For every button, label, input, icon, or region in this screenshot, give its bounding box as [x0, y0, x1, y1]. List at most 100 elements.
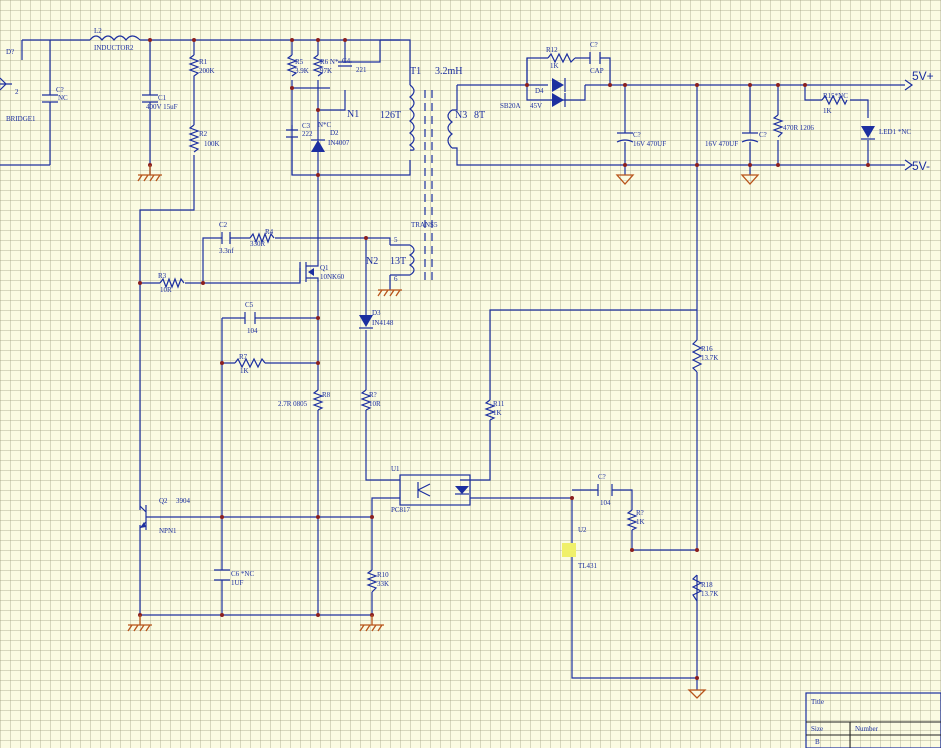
label-r12: R12 [546, 46, 558, 54]
junctions [138, 38, 870, 680]
label-u2-val: TL431 [578, 562, 598, 570]
label-r12-val: 1K [550, 62, 559, 70]
label-n2: N2 [366, 256, 378, 267]
label-cap: CAP [590, 67, 604, 75]
label-r8: R8 [322, 391, 331, 399]
label-u2: U2 [578, 526, 587, 534]
label-d4-v: 45V [530, 102, 542, 110]
label-n3-turns: 8T [474, 110, 485, 121]
label-d3: D3 [372, 309, 381, 317]
label-n2-turns: 13T [390, 256, 406, 267]
wires [0, 39, 905, 690]
label-r10: R10 [377, 571, 389, 579]
npn-transistor-symbol [139, 505, 150, 530]
label-d-bridge: D? [6, 48, 14, 56]
label-c2-val: 3.3nf [219, 247, 234, 255]
label-r2: R2 [199, 130, 208, 138]
label-d3-val: IN4148 [372, 319, 394, 327]
label-q2-val: 3904 [176, 497, 191, 505]
label-c2: C2 [219, 221, 228, 229]
resistor-symbols [159, 52, 848, 602]
label-r5-val: 3.9K [295, 67, 309, 75]
label-r-470: 470R 1206 [783, 124, 814, 132]
label-c4: C4 [342, 57, 351, 65]
label-r7a-val: 1K [240, 367, 249, 375]
label-c5-val: 104 [247, 327, 258, 335]
label-c7d: C? [598, 473, 606, 481]
label-trans: TRANS5 [411, 221, 438, 229]
label-d4: D4 [535, 87, 544, 95]
size-value: B [815, 738, 820, 746]
label-v-plus: 5V+ [912, 69, 934, 83]
label-q1: Q1 [320, 264, 329, 272]
label-r8-val: 2.7R 0805 [278, 400, 308, 408]
label-u1: U1 [391, 465, 400, 473]
tl431-symbol [562, 543, 576, 557]
label-c7d-val: 104 [600, 499, 611, 507]
label-d4-val: SB20A [500, 102, 521, 110]
label-c7a: C? [590, 41, 598, 49]
label-pin6: 6 [394, 275, 398, 283]
label-q1-val: 10NK60 [320, 273, 345, 281]
label-r15-val: 1K [823, 107, 832, 115]
label-u1-val: PC817 [391, 506, 411, 514]
diode-symbols [311, 78, 875, 329]
label-v-minus: 5V- [912, 159, 930, 173]
label-r-q: R? [369, 391, 377, 399]
labels: D? 2 BRIDGE1 C? NC L2 INDUCTOR2 C1 400V … [6, 27, 934, 746]
inductor-symbol [89, 35, 141, 41]
label-c5: C5 [245, 301, 254, 309]
label-r5: R5 [295, 58, 304, 66]
label-r16: R16 [701, 345, 713, 353]
label-inductor: INDUCTOR2 [94, 44, 134, 52]
label-c7b: C? [633, 131, 641, 139]
mosfet-symbol [299, 258, 319, 282]
label-c3: C3 [302, 122, 311, 130]
label-r18: R18 [701, 581, 713, 589]
label-c7b-val: 16V 470UF [633, 140, 666, 148]
label-c3-val: 222 [302, 130, 313, 138]
size-label: Size [811, 725, 823, 733]
label-n3: N3 [455, 110, 467, 121]
label-c6: C6 *NC [231, 570, 254, 578]
label-npn: NPN1 [159, 527, 177, 535]
label-r7b-val: 1K [636, 518, 645, 526]
label-q2: Q2 [159, 497, 168, 505]
label-c7c: C? [759, 131, 767, 139]
label-r3: R3 [158, 272, 167, 280]
title-block [805, 692, 941, 748]
label-r3-val: 10R [160, 286, 172, 294]
label-r10-val: 33K [377, 580, 389, 588]
label-n1: N1 [347, 109, 359, 120]
capacitor-symbols [42, 52, 759, 581]
label-c6-val: 1UF [231, 579, 244, 587]
label-r7b: R? [636, 509, 644, 517]
output-terminals [904, 79, 914, 171]
label-nc1: NC [58, 94, 68, 102]
label-r18-val: 13.7K [701, 590, 718, 598]
label-r-q-val: 10R [369, 400, 381, 408]
label-d2: D2 [330, 129, 339, 137]
label-c-nc1: C? [56, 86, 64, 94]
label-pin5: 5 [394, 236, 398, 244]
label-r4-val: 330R [250, 240, 266, 248]
title-label: Title [811, 698, 824, 706]
label-nc-star: N*C [318, 121, 332, 129]
label-t1: T1 [410, 66, 421, 77]
label-c1: C1 [158, 94, 167, 102]
label-r6: R6 N* [320, 58, 339, 66]
label-r11-val: 1K [493, 409, 502, 417]
label-c4-val: 221 [356, 66, 367, 74]
label-r1-val: 200K [199, 67, 215, 75]
ground-symbols [127, 165, 760, 699]
label-led: LED1 *NC [879, 128, 911, 136]
label-bridge: BRIDGE1 [6, 115, 36, 123]
number-label: Number [855, 725, 879, 733]
transformer-symbol [390, 84, 453, 280]
label-c1-val: 400V 15uF [146, 103, 178, 111]
label-r2-val: 100K [204, 140, 220, 148]
label-l2: L2 [94, 27, 102, 35]
label-r1: R1 [199, 58, 208, 66]
